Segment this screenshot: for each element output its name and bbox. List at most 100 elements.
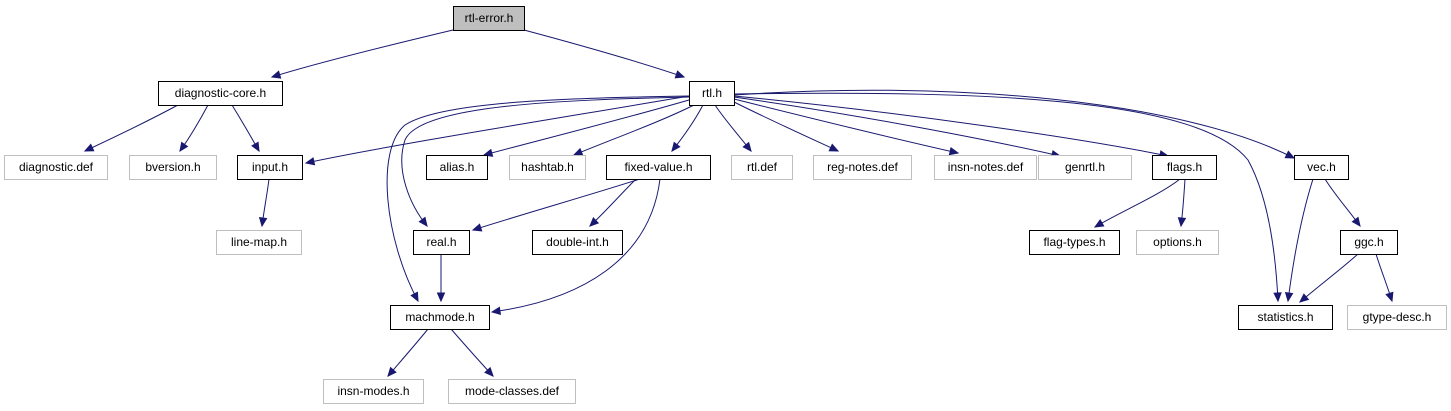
node-box bbox=[1340, 230, 1398, 255]
node-box bbox=[532, 230, 623, 255]
node-box bbox=[448, 379, 576, 404]
node-rtl[interactable]: rtl.h bbox=[689, 81, 735, 106]
node-box bbox=[1238, 305, 1333, 330]
edge-rtl-to-input bbox=[304, 95, 690, 166]
node-vec[interactable]: vec.h bbox=[1294, 155, 1349, 180]
arrowhead bbox=[671, 141, 681, 152]
node-genrtl: genrtl.h bbox=[1038, 155, 1132, 180]
node-label: options.h bbox=[1153, 235, 1202, 249]
edge-line bbox=[733, 89, 1295, 159]
arrowhead bbox=[1284, 150, 1296, 159]
edge-line bbox=[714, 104, 752, 152]
node-box bbox=[413, 230, 470, 255]
node-label: mode-classes.def bbox=[465, 384, 560, 398]
node-gtype-desc: gtype-desc.h bbox=[1347, 305, 1447, 330]
arrowhead bbox=[828, 143, 840, 152]
node-label: diagnostic.def bbox=[19, 160, 94, 174]
edge-line bbox=[387, 328, 429, 377]
arrowhead bbox=[436, 292, 446, 303]
node-statistics[interactable]: statistics.h bbox=[1238, 305, 1333, 330]
edge-rtl-to-machmode bbox=[386, 95, 690, 303]
node-label: gtype-desc.h bbox=[1363, 310, 1432, 324]
edge-line bbox=[733, 92, 1279, 302]
node-flag-types[interactable]: flag-types.h bbox=[1029, 230, 1120, 255]
arrowhead bbox=[484, 366, 494, 377]
node-diagnostic-core[interactable]: diagnostic-core.h bbox=[158, 81, 283, 106]
node-label: fixed-value.h bbox=[624, 160, 692, 174]
edge-line bbox=[1287, 178, 1314, 302]
edge-line bbox=[472, 178, 641, 231]
edge-rtl-to-genrtl bbox=[733, 96, 1062, 159]
node-label: flags.h bbox=[1167, 160, 1202, 174]
node-label: line-map.h bbox=[231, 235, 287, 249]
arrowhead bbox=[1351, 216, 1361, 228]
node-label: ggc.h bbox=[1354, 235, 1383, 249]
arrowhead bbox=[387, 366, 397, 377]
edge-line bbox=[491, 178, 661, 313]
node-fixed-value[interactable]: fixed-value.h bbox=[606, 155, 711, 180]
node-reg-notes: reg-notes.def bbox=[813, 155, 912, 180]
edge-machmode-to-insn-modes bbox=[387, 328, 429, 377]
arrowhead bbox=[251, 141, 260, 153]
edge-ggc-to-gtype-desc bbox=[1375, 253, 1394, 303]
edge-flags-to-flag-types bbox=[1093, 178, 1181, 228]
node-box bbox=[1136, 230, 1219, 255]
node-box bbox=[237, 155, 303, 180]
edge-machmode-to-mode-classes bbox=[450, 328, 494, 377]
node-rtl-error: rtl-error.h bbox=[453, 6, 525, 31]
edge-rtl-to-statistics bbox=[733, 92, 1282, 303]
node-options: options.h bbox=[1136, 230, 1219, 255]
edge-diagnostic-core-to-input bbox=[231, 104, 260, 153]
edges-layer bbox=[83, 29, 1394, 377]
node-box bbox=[323, 379, 424, 404]
edge-line bbox=[84, 104, 179, 152]
edge-line bbox=[733, 96, 1061, 157]
node-box bbox=[606, 155, 711, 180]
node-diagnostic-def: diagnostic.def bbox=[4, 155, 108, 180]
edge-rtl-to-real bbox=[401, 96, 690, 227]
edge-line bbox=[733, 101, 839, 152]
node-box bbox=[216, 230, 302, 255]
node-flags[interactable]: flags.h bbox=[1152, 155, 1217, 180]
node-machmode[interactable]: machmode.h bbox=[390, 305, 490, 330]
node-input[interactable]: input.h bbox=[237, 155, 303, 180]
edge-line bbox=[450, 328, 494, 377]
node-label: hashtab.h bbox=[521, 160, 574, 174]
node-label: diagnostic-core.h bbox=[175, 86, 266, 100]
arrowhead bbox=[742, 141, 752, 152]
edge-rtl-error-to-diagnostic-core bbox=[270, 29, 454, 79]
edge-vec-to-ggc bbox=[1324, 178, 1361, 228]
node-real[interactable]: real.h bbox=[413, 230, 470, 255]
arrowhead bbox=[1385, 291, 1394, 303]
node-box bbox=[813, 155, 912, 180]
node-double-int[interactable]: double-int.h bbox=[532, 230, 623, 255]
arrowhead bbox=[1177, 217, 1187, 228]
arrowhead bbox=[410, 291, 419, 303]
node-label: real.h bbox=[426, 235, 456, 249]
node-bversion: bversion.h bbox=[129, 155, 217, 180]
edge-rtl-to-vec bbox=[733, 89, 1296, 159]
arrowhead bbox=[1093, 219, 1105, 228]
edge-line bbox=[1299, 253, 1359, 303]
arrowhead bbox=[482, 148, 494, 157]
node-label: vec.h bbox=[1307, 160, 1336, 174]
node-insn-modes: insn-modes.h bbox=[323, 379, 424, 404]
node-label: insn-modes.h bbox=[337, 384, 409, 398]
edge-rtl-to-rtl-def bbox=[714, 104, 752, 152]
arrowhead bbox=[179, 141, 189, 153]
node-rtl-def: rtl.def bbox=[731, 155, 793, 180]
edge-line bbox=[523, 29, 685, 78]
node-box bbox=[453, 6, 525, 31]
node-label: input.h bbox=[252, 160, 288, 174]
edge-line bbox=[573, 104, 695, 156]
edge-line bbox=[733, 95, 1169, 157]
node-box bbox=[689, 81, 735, 106]
arrowhead bbox=[1273, 292, 1282, 303]
node-mode-classes: mode-classes.def bbox=[448, 379, 576, 404]
node-box bbox=[731, 155, 793, 180]
node-alias[interactable]: alias.h bbox=[426, 155, 488, 180]
node-label: bversion.h bbox=[145, 160, 200, 174]
node-ggc[interactable]: ggc.h bbox=[1340, 230, 1398, 255]
node-label: rtl.def bbox=[747, 160, 778, 174]
edge-line bbox=[589, 178, 637, 227]
